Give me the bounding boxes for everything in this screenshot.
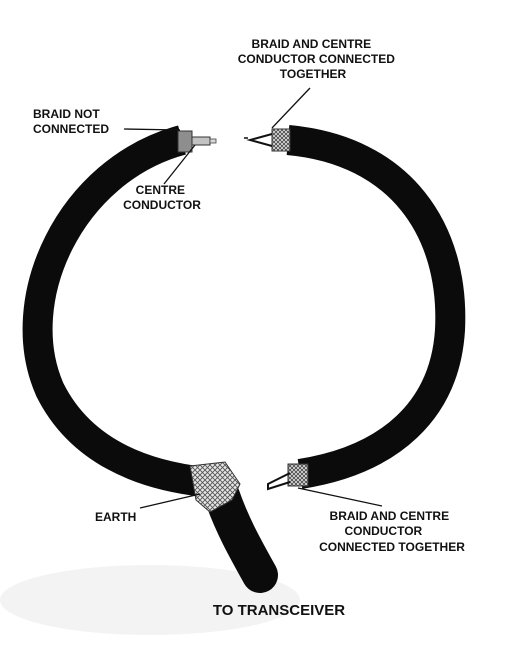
top-right-braid: [271, 128, 291, 152]
leader-earth: [139, 493, 201, 509]
label-to-transceiver: TO TRANSCEIVER: [213, 602, 345, 619]
label-centre-conductor: CENTRE CONDUCTOR: [123, 183, 201, 212]
leader-braid-not-connected: [123, 128, 181, 131]
label-top-right: BRAID AND CENTRE CONDUCTOR CONNECTED TOG…: [238, 37, 398, 81]
left-cable-loop: [22, 125, 207, 497]
right-cable-loop: [286, 125, 466, 489]
feed-cable-end: [243, 558, 277, 592]
leader-bottom-right: [297, 487, 383, 507]
background-smudge: [0, 565, 300, 635]
top-right-conductor-wire: [246, 133, 273, 147]
label-earth: EARTH: [95, 510, 136, 524]
centre-conductor-tip: [209, 138, 217, 144]
centre-conductor-pin: [191, 136, 211, 146]
bottom-right-conductor-wire: [267, 472, 291, 491]
bottom-right-braid: [287, 463, 309, 487]
earth-braid-junction: [189, 461, 241, 513]
label-bottom-right: BRAID AND CENTRE CONDUCTOR CONNECTED TOG…: [319, 509, 465, 554]
label-braid-not-connected: BRAID NOT CONNECTED: [33, 107, 109, 136]
braid-not-connected-sleeve: [177, 130, 193, 153]
leader-top-right: [271, 87, 311, 129]
leader-centre-conductor: [163, 144, 196, 185]
